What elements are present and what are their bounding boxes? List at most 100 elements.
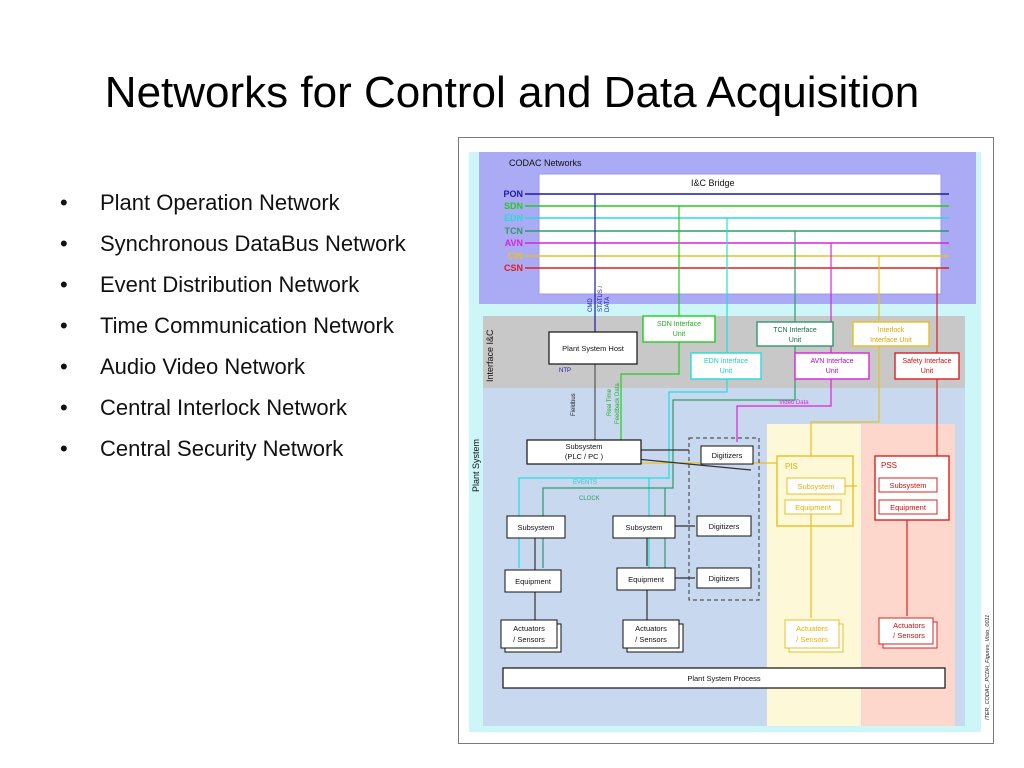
bullet-item: Plant Operation Network — [58, 186, 438, 219]
subsystem-label: Subsystem — [625, 523, 662, 532]
codac-label: CODAC Networks — [509, 158, 582, 168]
interface-label: Interface I&C — [485, 329, 495, 382]
avn-label: AVN — [505, 238, 523, 248]
realtime-label-2: Feedback Data — [615, 383, 621, 424]
pss-actuators-box: Actuators / Sensors — [878, 617, 938, 649]
bullet-item: Time Communication Network — [58, 309, 438, 342]
pis-sensors-label: / Sensors — [796, 635, 828, 644]
sdn-feedback-connector — [620, 342, 680, 440]
plc-label: Subsystem — [565, 442, 602, 451]
pss-label: PSS — [881, 461, 897, 470]
events-label: EVENTS — [573, 480, 597, 486]
tcn-interface-unit: TCN Interface Unit — [756, 321, 834, 347]
actuators-sensors-box: Actuators / Sensors — [622, 619, 684, 653]
ic-bridge-zone — [538, 173, 942, 295]
actuators-label: Actuators — [513, 624, 545, 633]
pis-actuators-label: Actuators — [796, 624, 828, 633]
tcn-unit-label: TCN Interface — [773, 327, 817, 334]
sensors-label: / Sensors — [513, 635, 545, 644]
digitizer-box: Digitizers — [696, 515, 752, 537]
tcn-unit-label-2: Unit — [789, 337, 802, 344]
edn-interface-unit: EDN Interface Unit — [690, 352, 762, 380]
csn-label: CSN — [504, 263, 523, 273]
avn-unit-label-2: Unit — [826, 368, 839, 375]
bullet-item: Event Distribution Network — [58, 268, 438, 301]
subsystem-label: Subsystem — [517, 523, 554, 532]
equipment-box: Equipment — [504, 569, 562, 593]
network-diagram-svg: CODAC Networks I&C Bridge Interface I&C … — [469, 152, 991, 732]
process-label: Plant System Process — [687, 674, 761, 683]
pss-actuators-label: Actuators — [893, 621, 925, 630]
edn-label: EDN — [504, 213, 523, 223]
network-bus: PON SDN EDN TCN AVN CIN CSN — [503, 189, 949, 273]
status-label: STATUS / — [598, 286, 604, 312]
cin-label: CIN — [508, 251, 524, 261]
plant-system-host: Plant System Host — [548, 331, 638, 365]
interlock-interface-unit: Interlock Interface Unit — [852, 321, 930, 347]
safety-interface-unit: Safety Interface Unit — [894, 352, 960, 380]
interlock-unit-label-2: Interface Unit — [870, 337, 912, 344]
plc-label-2: (PLC / PC ) — [565, 452, 604, 461]
bullet-list: Plant Operation Network Synchronous Data… — [58, 186, 438, 473]
interlock-unit-label: Interlock — [878, 327, 905, 334]
edn-unit-label: EDN Interface — [704, 358, 748, 365]
pss-block: PSS Subsystem Equipment — [874, 455, 950, 521]
cin-pis-connector — [810, 344, 880, 456]
plant-system-process: Plant System Process — [502, 667, 946, 689]
data-label: DATA — [605, 297, 611, 312]
digitizer-label: Digitizers — [709, 574, 740, 583]
host-label: Plant System Host — [562, 344, 625, 353]
tcn-clock-connector — [542, 342, 796, 568]
pis-equipment-label: Equipment — [795, 503, 832, 512]
plant-label: Plant System — [471, 439, 481, 492]
pis-label: PIS — [785, 462, 798, 471]
bullet-item: Audio Video Network — [58, 350, 438, 383]
actuators-sensors-box: Actuators / Sensors — [500, 619, 562, 653]
slide-title: Networks for Control and Data Acquisitio… — [104, 68, 920, 117]
clock-label: CLOCK — [579, 496, 600, 502]
pis-block: PIS Subsystem Equipment — [776, 455, 854, 527]
pss-subsystem-label: Subsystem — [889, 481, 926, 490]
actuators-label: Actuators — [635, 624, 667, 633]
equipment-label: Equipment — [628, 575, 665, 584]
safety-unit-label-2: Unit — [921, 368, 934, 375]
digitizer-label: Digitizers — [709, 522, 740, 531]
realtime-label-1: Real Time — [607, 388, 613, 416]
digitizer-label: Digitizers — [712, 451, 743, 460]
avn-unit-label: AVN Interface — [810, 358, 853, 365]
digitizer-group — [688, 437, 760, 601]
ntp-label: NTP — [559, 368, 571, 374]
pss-equipment-label: Equipment — [890, 503, 927, 512]
cmd-label: CMD — [588, 298, 594, 312]
video-connector — [736, 379, 832, 442]
bullet-item: Central Interlock Network — [58, 391, 438, 424]
plc-subsystem: Subsystem (PLC / PC ) — [526, 439, 642, 465]
subsystem-box: Subsystem — [506, 515, 566, 539]
safety-unit-label: Safety Interface — [902, 358, 951, 365]
tcn-label: TCN — [505, 226, 524, 236]
fieldbus-label: Fieldbus — [571, 393, 577, 416]
sdn-unit-label-2: Unit — [673, 331, 686, 338]
equipment-label: Equipment — [515, 577, 552, 586]
pis-actuators-box: Actuators / Sensors — [784, 619, 844, 653]
pis-subsystem-label: Subsystem — [797, 482, 834, 491]
edn-events-connector — [518, 379, 728, 568]
video-label: Video Data — [779, 400, 809, 406]
avn-interface-unit: AVN Interface Unit — [794, 352, 870, 380]
digitizer-box: Digitizers — [700, 445, 754, 465]
connectors — [518, 194, 938, 620]
sdn-interface-unit: SDN Interface Unit — [642, 315, 716, 343]
figure-id-label: ITER_CODAC_PCDH_Figures_Visio_0011 — [985, 615, 991, 720]
sensors-label: / Sensors — [635, 635, 667, 644]
equipment-box: Equipment — [616, 567, 676, 591]
subsystem-box: Subsystem — [612, 515, 676, 539]
sdn-label: SDN — [504, 201, 523, 211]
bullet-item: Synchronous DataBus Network — [58, 227, 438, 260]
pon-label: PON — [503, 189, 523, 199]
edn-unit-label-2: Unit — [720, 368, 733, 375]
network-diagram: CODAC Networks I&C Bridge Interface I&C … — [458, 137, 994, 744]
sdn-unit-label: SDN Interface — [657, 321, 701, 328]
bullet-item: Central Security Network — [58, 432, 438, 465]
digitizer-box: Digitizers — [696, 567, 752, 589]
bridge-label: I&C Bridge — [691, 178, 735, 188]
